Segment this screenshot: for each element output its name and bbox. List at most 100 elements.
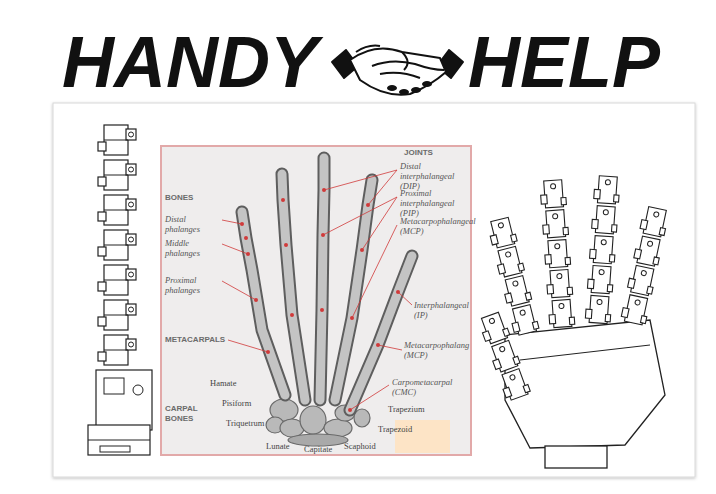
robot-finger-side [98,335,136,365]
joint-dots [240,188,400,412]
robot-hand [589,235,616,264]
robot-hand [494,246,525,278]
leader-lines [323,197,397,235]
joint-dots [240,222,244,226]
robot-hand [505,320,665,448]
handshake-icon [402,52,408,70]
handshake-icon [356,46,380,52]
robot-hand [501,275,532,307]
joint-dots [254,298,258,302]
section-heading: METACARPALS [165,335,225,345]
robot-hand [509,304,540,336]
anatomy-image [222,158,412,446]
joint-dots [350,316,354,320]
leader-lines [324,170,397,190]
leader-lines [352,225,397,318]
joint-dots [321,233,325,237]
joint-dots [284,243,288,247]
joint-dots [322,188,326,192]
section-heading: JOINTS [404,148,433,158]
joint-dots [376,343,380,347]
robot-hand [487,217,518,249]
handshake-icon [411,87,421,93]
carpal-label: Trapezoid [378,424,412,434]
robot-finger-side [88,425,150,455]
leader-lines [368,170,397,205]
anatomy-image [161,146,471,455]
handshake-icon [350,48,446,94]
hand-bones [242,158,412,410]
joint-dots [246,252,250,256]
robot-hand [540,180,567,209]
leader-lines [362,197,397,250]
robot-finger-side [96,370,152,430]
robot-finger-side [98,230,136,260]
robot-hand [587,265,614,294]
title-word: HELP [468,26,660,98]
joint-label: Distal interphalangeal (DIP) [400,161,470,191]
robot-finger-side [88,125,152,455]
joint-dots [244,236,248,240]
robot-finger-side [98,125,136,155]
hand-bones [242,158,412,410]
carpal-bones [300,406,326,434]
robot-hand [545,446,607,468]
joint-label: Carpometacarpal (CMC) [392,377,468,397]
robot-hand [633,235,663,267]
joint-dots [348,408,352,412]
robot-hand [542,209,569,238]
bone-label: Distal phalanges [165,214,220,234]
handshake-icon [387,85,397,91]
robot-hand [585,295,612,324]
carpal-label: Capitate [304,444,332,454]
robot-finger-side [98,160,136,190]
section-heading: CARPAL BONES [165,404,205,424]
carpal-label: Lunate [266,441,290,451]
anatomy-image [161,146,471,455]
joint-dots [360,248,364,252]
leader-lines [222,170,412,410]
robot-finger-side [104,378,124,394]
joint-dots [266,350,270,354]
joint-dots [281,198,285,202]
robot-finger-side [98,300,136,330]
leader-lines [350,385,389,410]
robot-hand [591,205,618,234]
joint-label: Metacarpophalangeal (MCP) [400,216,470,236]
robot-hand [639,206,669,238]
carpal-bones [354,409,370,427]
robot-finger-side [98,265,136,295]
joint-label: Interphalangeal (IP) [414,300,470,320]
bone-label: Middle phalanges [165,238,220,258]
leader-lines [222,220,242,224]
hand-bones [242,158,412,410]
handshake-icon [422,81,432,87]
robot-hand [548,299,575,328]
robot-hand [620,294,650,326]
handshake-icon [332,46,463,95]
handshake-icon [399,89,409,95]
robot-finger-side [133,385,143,395]
leader-lines [398,292,412,305]
leader-lines [228,340,268,352]
robot-hand [488,339,521,373]
joint-label: Metacarpophalang (MCP) [404,340,470,360]
leader-lines [378,345,402,350]
robot-finger-side [88,440,150,441]
robot-hand [593,175,620,204]
bone-label: Proximal phalanges [165,275,220,295]
section-heading: BONES [165,193,215,203]
robot-hand [546,269,573,298]
robot-hand [478,311,511,345]
carpal-label: Pisiform [222,398,251,408]
handshake-icon [380,73,420,78]
joint-dots [320,308,324,312]
carpal-label: Trapezium [388,404,425,414]
joint-dots [396,290,400,294]
title-word: HANDY [62,26,318,98]
robot-hand [478,175,670,468]
robot-hand [520,345,650,360]
joint-label: Proximal interphalangeal (PIP) [400,188,470,218]
joint-dots [290,313,294,317]
